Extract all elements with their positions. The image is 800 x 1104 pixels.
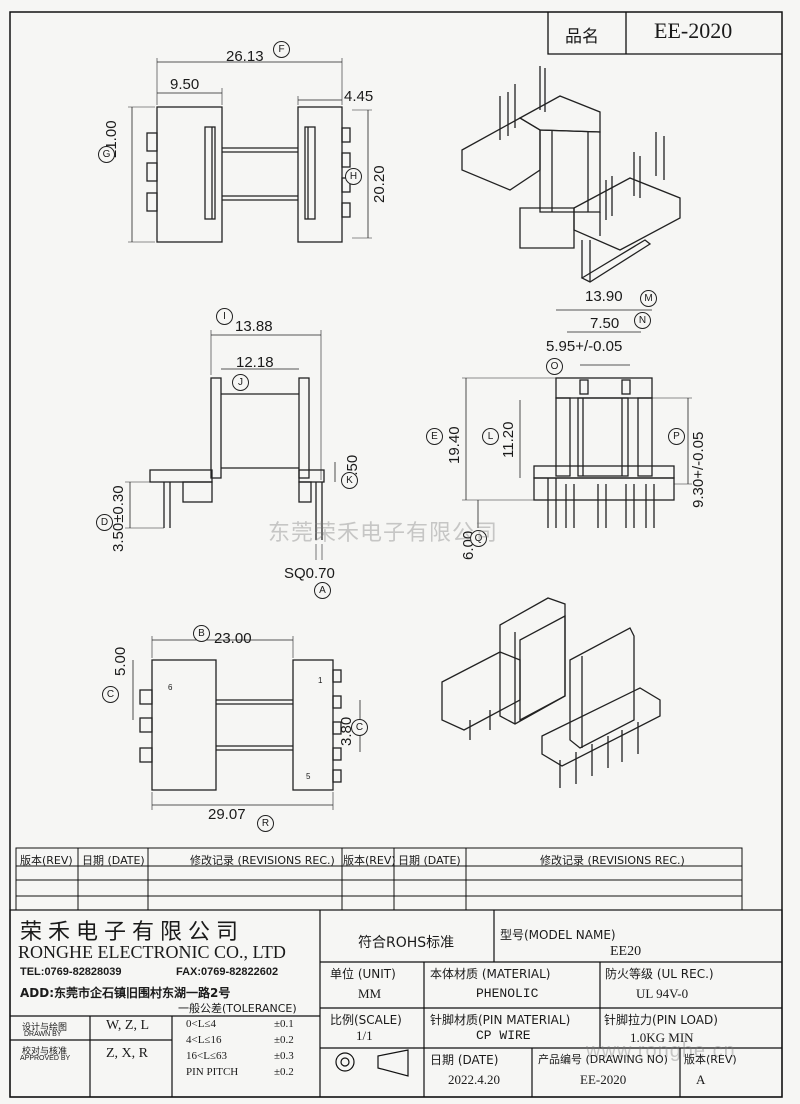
tag-height-right: H (345, 168, 362, 185)
part-name-label: 品名 (565, 27, 599, 47)
drawn-by-cn: 设计与绘图 (22, 1023, 68, 1033)
dim-pin: SQ0.70 (284, 565, 335, 582)
material-value: PHENOLIC (476, 986, 539, 1001)
tag-i: I (216, 308, 233, 325)
dim-j: 12.18 (236, 354, 274, 371)
watermark-url: www.ronghe.cn (586, 1040, 736, 1062)
tag-j: J (232, 374, 249, 391)
date-value: 2022.4.20 (448, 1072, 500, 1087)
tolerance-range-2: 4<L≤16 (186, 1034, 222, 1046)
tag-e: E (426, 428, 443, 445)
drawn-by-value: W, Z, L (106, 1018, 150, 1033)
tag-d: D (96, 514, 113, 531)
title-block (9, 909, 783, 1098)
tolerance-range-3: 16<L≤63 (186, 1050, 227, 1062)
tag-pin: A (314, 582, 331, 599)
ul-value: UL 94V-0 (636, 986, 689, 1001)
pin-label-6: 6 (168, 683, 173, 692)
scale-label: 比例(SCALE) (330, 1013, 402, 1027)
side-view (125, 330, 336, 560)
company-name-en: RONGHE ELECTRONIC CO., LTD (18, 942, 286, 962)
tolerance-value-4: ±0.2 (274, 1066, 294, 1078)
company-tel: TEL:0769-82828039 (20, 966, 122, 978)
approved-by-en: APPROVED BY (20, 1055, 71, 1062)
rev-header-date-1: 日期 (DATE) (82, 854, 145, 867)
dim-n: 7.50 (590, 315, 620, 332)
tag-overall-width: F (273, 41, 290, 58)
watermark: 东莞荣禾电子有限公司 (268, 521, 499, 546)
unit-value: MM (358, 986, 382, 1001)
rev-header-rev-2: 版本(REV) (343, 854, 396, 867)
dim-left-flange: 9.50 (170, 76, 200, 93)
tag-n: N (634, 312, 651, 329)
pin-load-label: 针脚拉力(PIN LOAD) (604, 1013, 718, 1027)
company-fax: FAX:0769-82822602 (176, 966, 279, 978)
model-value: EE20 (610, 944, 642, 959)
tolerance-range-4: PIN PITCH (186, 1066, 239, 1078)
dim-overall-width: 26.13 (226, 48, 264, 65)
tolerance-value-3: ±0.3 (274, 1050, 294, 1062)
pin-label-1: 1 (318, 676, 323, 685)
tag-k: K (341, 472, 358, 489)
tag-p: P (668, 428, 685, 445)
dim-height-right: 20.20 (371, 165, 388, 203)
rohs-label: 符合ROHS标准 (358, 935, 455, 951)
front-view (462, 309, 692, 528)
dim-i: 13.88 (235, 318, 273, 335)
dim-p: 9.30+/-0.05 (690, 431, 707, 508)
tag-m: M (640, 290, 657, 307)
company-address: ADD:东莞市企石镇旧围村东湖一路2号 (20, 986, 231, 1000)
tag-c-left: C (102, 686, 119, 703)
dim-b: 23.00 (214, 630, 252, 647)
part-number-title: EE-2020 (654, 18, 733, 43)
tolerance-value-2: ±0.2 (274, 1034, 294, 1046)
rev-header-record-1: 修改记录 (REVISIONS REC.) (190, 854, 335, 867)
tolerance-header: 一般公差(TOLERANCE) (178, 1002, 297, 1015)
ul-label: 防火等级 (UL REC.) (605, 967, 714, 981)
bottom-view (132, 636, 361, 810)
pin-material-label: 针脚材质(PIN MATERIAL) (430, 1013, 571, 1027)
tag-height-left: G (98, 146, 115, 163)
approved-by-cn: 校对与核准 (22, 1047, 68, 1057)
dim-o: 5.95+/-0.05 (546, 338, 623, 355)
rev-header-record-2: 修改记录 (REVISIONS REC.) (540, 854, 685, 867)
iso-view-top (461, 66, 681, 283)
drawn-by-en: DRAWN BY (24, 1031, 62, 1038)
tag-q: Q (470, 530, 487, 547)
pin-label-5: 5 (306, 772, 311, 781)
tolerance-range-1: 0<L≤4 (186, 1018, 216, 1030)
dim-c-left: 5.00 (112, 646, 129, 676)
company-name-cn: 荣禾电子有限公司 (20, 920, 245, 945)
rev-header-rev-1: 版本(REV) (20, 854, 73, 867)
date-label: 日期 (DATE) (430, 1053, 499, 1067)
rev-header-date-2: 日期 (DATE) (398, 854, 461, 867)
dim-right-flange: 4.45 (344, 88, 374, 105)
dim-l: 11.20 (500, 421, 517, 458)
rev-box-label: 版本(REV) (684, 1053, 737, 1066)
dim-e: 19.40 (446, 426, 463, 464)
tag-l: L (482, 428, 499, 445)
material-label: 本体材质 (MATERIAL) (430, 967, 551, 981)
dim-d: 3.50±0.30 (110, 485, 127, 552)
dim-r: 29.07 (208, 806, 246, 823)
top-view (128, 58, 372, 243)
scale-value: 1/1 (356, 1028, 373, 1043)
dim-m: 13.90 (585, 288, 623, 305)
iso-view-bottom (441, 597, 661, 788)
tag-c-right: C (351, 719, 368, 736)
pin-material-value: CP WIRE (476, 1028, 531, 1043)
rev-box-value: A (696, 1072, 706, 1087)
model-label: 型号(MODEL NAME) (500, 928, 616, 942)
pin-load-value: 1.0KG MIN (630, 1030, 694, 1045)
tag-b: B (193, 625, 210, 642)
drawing-no-value: EE-2020 (580, 1072, 627, 1087)
drawing-no-label: 产品编号 (DRAWING NO) (538, 1053, 668, 1066)
tag-o: O (546, 358, 563, 375)
tag-r: R (257, 815, 274, 832)
tolerance-value-1: ±0.1 (274, 1018, 294, 1030)
unit-label: 单位 (UNIT) (330, 967, 396, 981)
approved-by-value: Z, X, R (106, 1046, 148, 1061)
title-box (547, 12, 782, 55)
